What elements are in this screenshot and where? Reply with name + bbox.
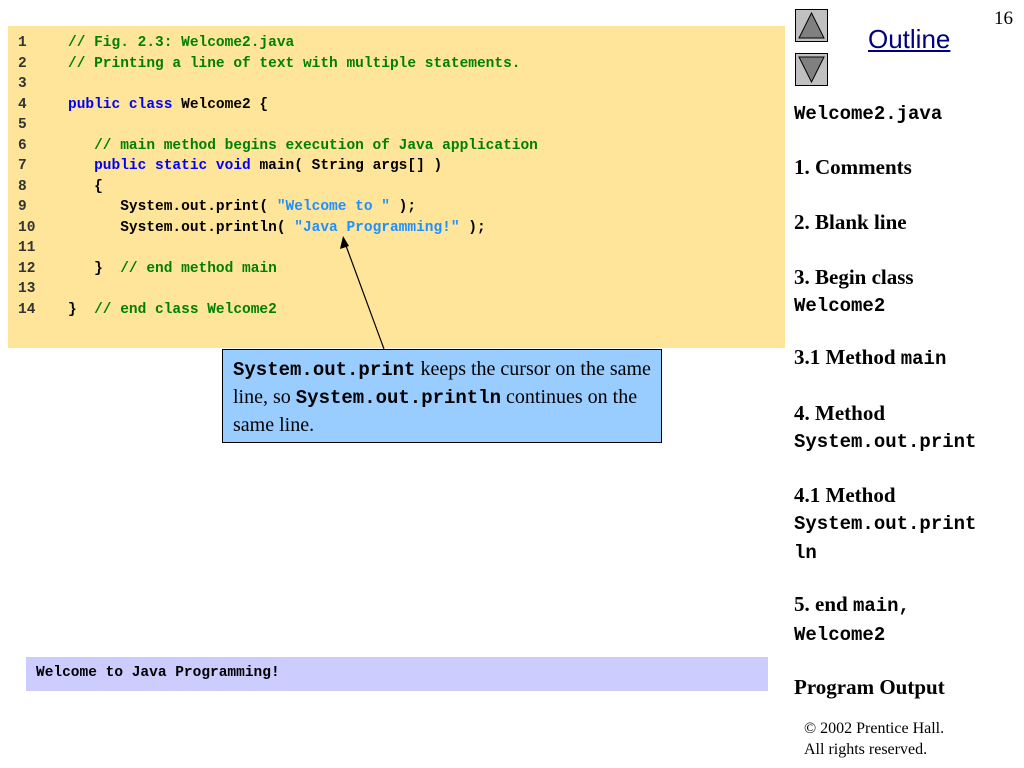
code-token: System.out.print( — [68, 199, 277, 215]
code-line: 14} // end class Welcome2 — [18, 300, 538, 321]
code-listing: 1 // Fig. 2.3: Welcome2.java 2 // Printing … — [18, 33, 538, 320]
code-token: ); — [389, 199, 417, 215]
sidebar-item-comments: 1. Comments — [794, 155, 912, 179]
code-line: 13 — [18, 279, 538, 300]
line-number: 8 — [18, 178, 27, 195]
sidebar-filename: Welcome2.java — [794, 103, 943, 125]
code-token: ); — [459, 219, 486, 236]
code-line: 9 System.out.print( "Welcome to " ); — [18, 197, 538, 218]
callout-text-1: keeps the cursor on the same line, so — [233, 358, 651, 408]
code-token: // Fig. 2.3: Welcome2.java — [68, 35, 295, 51]
copyright-notice: © 2002 Prentice Hall. All rights reserve… — [804, 720, 945, 758]
code-line: 7 public static void main( String args[]… — [18, 156, 538, 177]
code-token: } — [68, 301, 95, 318]
callout-code-print: System.out.print — [233, 359, 416, 381]
outline-link[interactable]: Outline — [868, 24, 951, 54]
line-number: 5 — [18, 117, 27, 133]
sidebar-item-method-println: 4.1 Method System.out.print ln — [794, 483, 977, 564]
sidebar-item-end-main: 5. end main, Welcome2 — [794, 592, 910, 646]
callout-code-println: System.out.println — [295, 387, 502, 409]
line-number: 14 — [18, 301, 36, 318]
sidebar-item-method-print: 4. Method System.out.print — [794, 401, 977, 453]
code-line: 3 — [18, 74, 538, 95]
triangle-down-icon — [798, 56, 825, 84]
callout-text-2: continues on the same line. — [233, 386, 638, 436]
program-output-bar: Welcome to Java Programming! — [26, 657, 768, 691]
program-output-text: Welcome to Java Programming! — [36, 665, 280, 681]
code-line: 10 System.out.println( "Java Programming… — [18, 218, 538, 239]
line-number: 6 — [18, 137, 27, 154]
line-number: 3 — [18, 76, 27, 92]
sidebar-item-method-main: 3.1 Method main — [794, 345, 947, 370]
code-panel: 1 // Fig. 2.3: Welcome2.java 2 // Printing … — [8, 26, 785, 348]
code-token: "Welcome to " — [276, 199, 390, 215]
code-token: // Printing a line of text with multiple… — [68, 55, 521, 72]
code-token — [68, 158, 94, 174]
code-token: System.out.println( — [68, 219, 295, 236]
code-line: 11 — [18, 238, 538, 259]
previous-slide-button[interactable] — [795, 9, 828, 42]
code-token: // end method main — [120, 260, 277, 277]
callout-box: System.out.print keeps the cursor on the… — [222, 349, 662, 443]
code-line: 2 // Printing a line of text with multipl… — [18, 54, 538, 75]
code-token: Welcome2 { — [172, 96, 269, 113]
line-number: 9 — [18, 199, 27, 215]
code-line: 4 public class Welcome2 { — [18, 95, 538, 116]
code-line: 1 // Fig. 2.3: Welcome2.java — [18, 33, 538, 54]
next-slide-button[interactable] — [795, 53, 828, 86]
sidebar-item-begin-class: 3. Begin class Welcome2 — [794, 265, 914, 317]
line-number: 2 — [18, 55, 27, 72]
code-token: public class — [68, 96, 173, 113]
code-line: 5 — [18, 115, 538, 136]
code-line: 12 } // end method main — [18, 259, 538, 280]
line-number: 1 — [18, 35, 27, 51]
code-line: 6 // main method begins execution of Jav… — [18, 136, 538, 157]
slide-number: 16 — [994, 8, 1013, 29]
code-token: main( String args[] ) — [250, 158, 443, 174]
triangle-up-icon — [798, 11, 825, 39]
code-token: { — [68, 178, 103, 195]
code-token: } — [68, 260, 121, 277]
line-number: 12 — [18, 260, 36, 277]
code-token: "Java Programming!" — [294, 219, 460, 236]
line-number: 10 — [18, 219, 36, 236]
code-token: public static void — [94, 158, 251, 174]
code-token: // end class Welcome2 — [94, 301, 277, 318]
line-number: 13 — [18, 281, 36, 297]
line-number: 7 — [18, 158, 27, 174]
line-number: 11 — [18, 240, 36, 256]
sidebar-item-blank-line: 2. Blank line — [794, 210, 907, 234]
code-line: 8 { — [18, 177, 538, 198]
line-number: 4 — [18, 96, 27, 113]
sidebar-item-program-output: Program Output — [794, 675, 945, 699]
code-token: // main method begins execution of Java … — [68, 137, 538, 154]
